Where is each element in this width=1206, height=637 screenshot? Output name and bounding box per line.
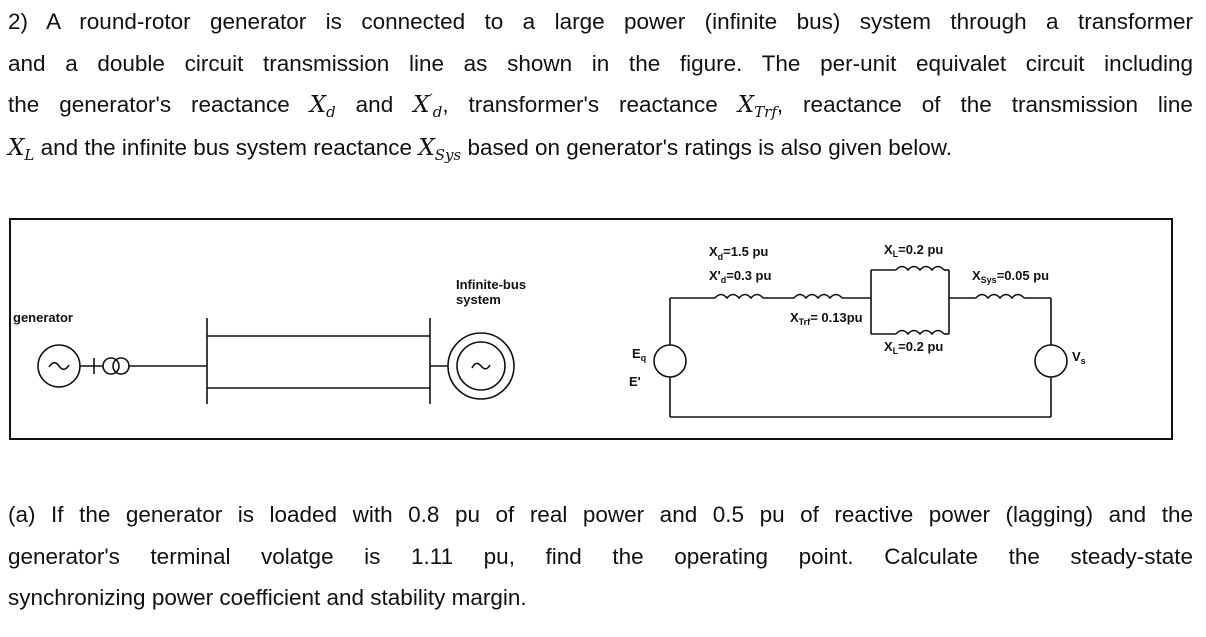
xtrf-reactance-coil bbox=[793, 293, 843, 300]
question-intro: 2) A round-rotor generator is connected … bbox=[8, 1, 1193, 169]
generator-sine-icon bbox=[48, 361, 70, 371]
intro-line-2: and a double circuit transmission line a… bbox=[8, 50, 1193, 76]
generator-label: generator bbox=[13, 310, 73, 325]
intro-line-4: XL and the infinite bus system reactance… bbox=[8, 134, 953, 164]
circuit-diagram: generator Infinite-bus system Eq E' bbox=[13, 242, 1086, 418]
intro-line-1: 2) A round-rotor generator is connected … bbox=[8, 9, 1193, 34]
infinite-bus-symbol bbox=[447, 332, 515, 400]
xl-top-reactance-coil bbox=[895, 265, 945, 272]
infinite-bus-label-2: system bbox=[456, 292, 501, 307]
xd-reactance-coil bbox=[714, 293, 764, 300]
xd-prime-label: X'd=0.3 pu bbox=[709, 268, 771, 285]
infinite-bus-source-icon bbox=[1034, 344, 1068, 378]
circuit-figure: generator Infinite-bus system Eq E' bbox=[9, 218, 1173, 440]
transformer-symbol bbox=[102, 357, 130, 375]
xl-symbol: XL bbox=[8, 134, 35, 164]
xd-prime-symbol: X′d bbox=[413, 92, 443, 121]
xd-symbol: Xd bbox=[309, 92, 336, 121]
xsys-reactance-coil bbox=[975, 293, 1025, 300]
infinite-bus-label-1: Infinite-bus bbox=[456, 277, 526, 292]
xtrf-label: XTrf= 0.13pu bbox=[790, 310, 863, 327]
xl-bottom-reactance-coil bbox=[895, 329, 945, 336]
xtrf-symbol: XTrf bbox=[737, 92, 777, 121]
vs-label: Vs bbox=[1072, 349, 1086, 366]
xl-top-label: XL=0.2 pu bbox=[884, 242, 943, 259]
e-prime-label: E' bbox=[629, 374, 641, 389]
xsys-label: XSys=0.05 pu bbox=[972, 268, 1049, 285]
part-a-line-2: generator's terminal volatge is 1.11 pu,… bbox=[8, 543, 1193, 569]
part-a-line-3: synchronizing power coefficient and stab… bbox=[8, 585, 527, 610]
eq-label: Eq bbox=[632, 346, 646, 363]
part-a-line-1: (a) If the generator is loaded with 0.8 … bbox=[8, 502, 1193, 527]
question-part-a: (a) If the generator is loaded with 0.8 … bbox=[8, 494, 1193, 619]
xsys-symbol: XSys bbox=[418, 134, 462, 164]
intro-line-3: the generator's reactance Xd and X′d, tr… bbox=[8, 92, 1193, 121]
xl-bottom-label: XL=0.2 pu bbox=[884, 339, 943, 356]
xd-label: Xd=1.5 pu bbox=[709, 244, 768, 262]
generator-source-icon bbox=[653, 344, 687, 378]
